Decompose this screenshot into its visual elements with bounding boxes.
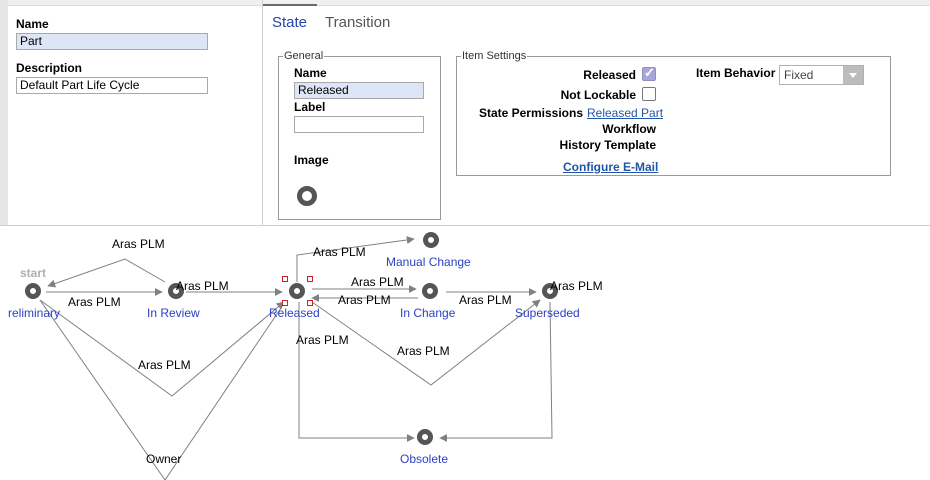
state-node-released[interactable]	[289, 283, 305, 299]
state-node-superseded[interactable]	[542, 283, 558, 299]
not-lockable-checkbox[interactable]	[642, 87, 656, 101]
transition-label[interactable]: Aras PLM	[338, 293, 391, 307]
state-node-manual-change[interactable]	[423, 232, 439, 248]
name-label: Name	[16, 17, 49, 31]
transition-label[interactable]: Aras PLM	[296, 333, 349, 347]
general-group: General	[278, 50, 441, 220]
transition-label[interactable]: Aras PLM	[68, 295, 121, 309]
item-settings-group: Item Settings	[456, 50, 891, 176]
lifecycle-properties-panel: Name Part Description Default Part Life …	[0, 0, 263, 225]
selection-handle[interactable]	[307, 276, 313, 282]
transition-label[interactable]: Aras PLM	[112, 237, 165, 251]
item-behavior-select[interactable]: Fixed	[779, 65, 864, 85]
state-node-in-review[interactable]	[168, 283, 184, 299]
state-label-label: Label	[294, 100, 326, 114]
selection-handle[interactable]	[307, 300, 313, 306]
transition-label[interactable]: Aras PLM	[459, 293, 512, 307]
state-label-field[interactable]	[294, 116, 424, 133]
not-lockable-label: Not Lockable	[560, 88, 636, 102]
edge-owner	[39, 299, 286, 480]
history-template-label: History Template	[559, 138, 656, 152]
state-name-field[interactable]: Released	[294, 82, 424, 99]
released-label: Released	[583, 68, 636, 82]
item-behavior-label: Item Behavior	[696, 66, 776, 80]
transition-label[interactable]: Aras PLM	[397, 344, 450, 358]
edge-superseded-to-obsolete	[439, 301, 553, 442]
name-field[interactable]: Part	[16, 33, 208, 50]
state-label-obsolete: Obsolete	[400, 452, 449, 466]
state-node-in-change[interactable]	[422, 283, 438, 299]
state-label-manual-change: Manual Change	[386, 255, 471, 269]
general-legend: General	[284, 50, 324, 62]
transition-label[interactable]: Owner	[146, 452, 182, 466]
edge-released-to-obsolete	[298, 302, 415, 442]
transition-label[interactable]: Aras PLM	[351, 275, 404, 289]
panel-gutter	[0, 0, 8, 225]
edge-prelim-to-released	[39, 299, 285, 397]
top-toolbar-strip	[0, 0, 930, 6]
edge-review-to-prelim	[47, 258, 166, 288]
start-marker: start	[20, 266, 47, 280]
released-checkbox[interactable]	[642, 65, 656, 81]
transition-label[interactable]: Aras PLM	[550, 279, 603, 293]
edge-released-to-superseded	[311, 299, 541, 386]
tab-transition[interactable]: Transition	[325, 14, 391, 31]
workflow-label: Workflow	[602, 122, 656, 136]
active-frame-accent	[262, 4, 317, 6]
selection-handle[interactable]	[282, 300, 288, 306]
chevron-down-icon[interactable]	[843, 66, 863, 84]
state-label-preliminary: reliminary	[8, 306, 61, 320]
description-field[interactable]: Default Part Life Cycle	[16, 77, 208, 94]
panel-divider	[0, 225, 930, 226]
state-ring-icon[interactable]	[297, 186, 317, 206]
transition-label[interactable]: Aras PLM	[176, 279, 229, 293]
state-label-released: Released	[269, 306, 320, 320]
state-label-superseded: Superseded	[515, 306, 580, 320]
configure-email-link[interactable]: Configure E-Mail	[563, 160, 659, 174]
state-node-obsolete[interactable]	[417, 429, 433, 445]
tab-state[interactable]: State	[272, 14, 308, 31]
lifecycle-diagram[interactable]: start reliminary In Review Released Manu…	[0, 226, 930, 480]
transition-label[interactable]: Aras PLM	[138, 358, 191, 372]
item-behavior-value: Fixed	[784, 68, 814, 82]
state-node-preliminary[interactable]	[25, 283, 41, 299]
item-settings-legend: Item Settings	[462, 50, 527, 62]
state-permissions-label: State Permissions	[478, 106, 583, 120]
description-label: Description	[16, 61, 83, 75]
state-label-in-review: In Review	[147, 306, 200, 320]
state-label-in-change: In Change	[400, 306, 456, 320]
diagram-edges	[39, 236, 553, 480]
image-label: Image	[294, 153, 329, 167]
state-permissions-link[interactable]: Released Part	[587, 106, 664, 120]
transition-label[interactable]: Aras PLM	[313, 245, 366, 259]
state-name-label: Name	[294, 66, 327, 80]
edge-released-to-manual	[296, 236, 415, 282]
selection-handle[interactable]	[282, 276, 288, 282]
